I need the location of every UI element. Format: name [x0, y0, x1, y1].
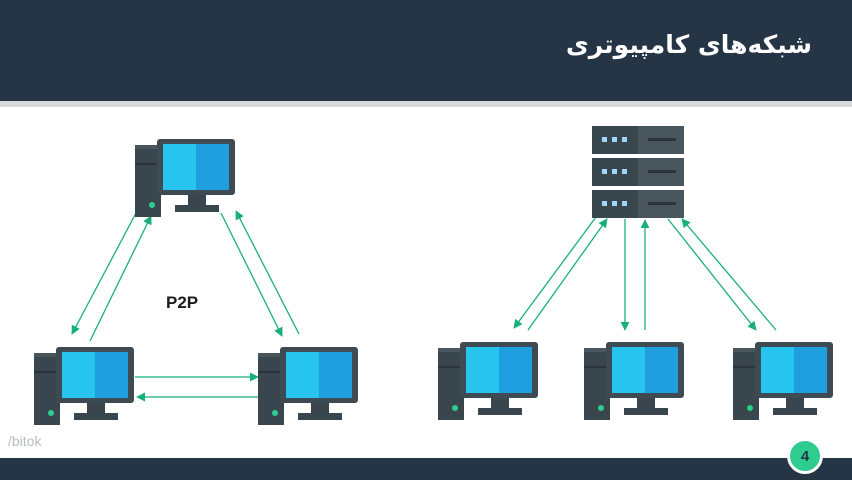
- page-number-badge: 4: [787, 438, 823, 474]
- slide-header: [0, 0, 852, 101]
- computer-bottom-left-icon: [34, 347, 134, 425]
- client-right-computer-icon: [733, 342, 833, 420]
- arrow-client-left-to-server: [527, 218, 608, 331]
- watermark: /bitok: [8, 433, 42, 449]
- server-rack-icon: [592, 126, 684, 218]
- arrow-top-to-bl: [71, 212, 137, 335]
- computer-top-icon: [135, 139, 235, 217]
- arrow-client-right-to-server: [681, 218, 777, 331]
- computer-bottom-right-icon: [258, 347, 358, 425]
- header-divider: [0, 101, 852, 107]
- arrow-bl-to-top: [89, 215, 152, 342]
- arrow-br-to-top: [235, 210, 300, 335]
- arrow-server-to-client-right: [667, 218, 757, 331]
- arrow-top-to-br: [220, 212, 283, 337]
- p2p-arrows: [71, 210, 300, 402]
- arrow-server-to-client-left: [513, 216, 597, 329]
- slide-title: شبکه‌های کامپیوتری: [565, 30, 812, 59]
- client-center-computer-icon: [584, 342, 684, 420]
- client-left-computer-icon: [438, 342, 538, 420]
- slide-footer: [0, 458, 852, 480]
- p2p-label: P2P: [166, 293, 199, 312]
- client-server-arrows: [513, 216, 777, 331]
